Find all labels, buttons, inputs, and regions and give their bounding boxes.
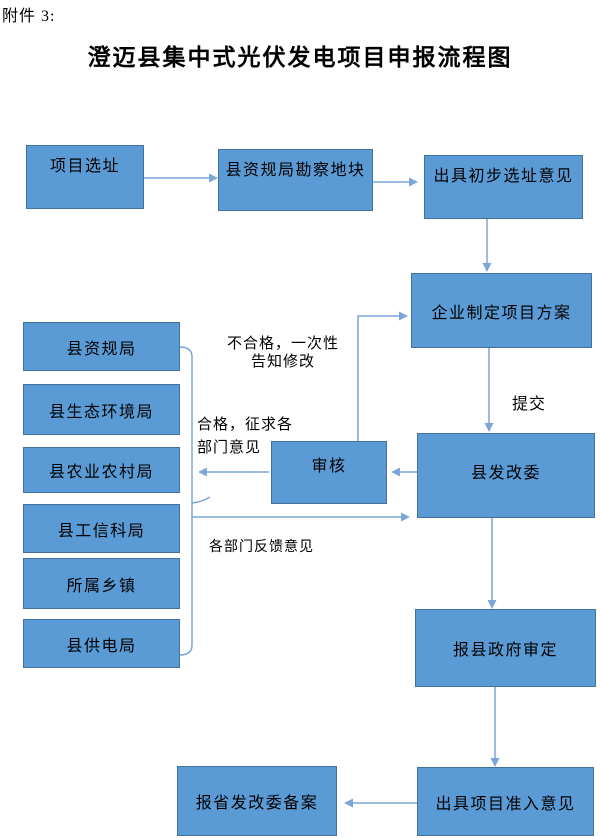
connector-plan-to-drc [484, 348, 494, 432]
node-enterprise-plan: 企业制定项目方案 [411, 273, 592, 348]
node-project-site: 项目选址 [26, 145, 144, 209]
node-ecology-bureau: 县生态环境局 [23, 384, 180, 435]
node-industry-bureau: 县工信科局 [23, 504, 180, 553]
label-reject-notice: 不合格，一次性 告知修改 [222, 335, 344, 371]
label-line: 合格，征求各 [197, 417, 294, 433]
node-review: 审核 [271, 441, 387, 504]
node-label: 县资规局 [66, 340, 137, 358]
node-label: 出具项目准入意见 [435, 795, 576, 813]
connector-drc-to-government [487, 518, 497, 609]
connector-preliminary-to-plan [482, 219, 492, 272]
node-label: 企业制定项目方案 [431, 304, 572, 322]
node-label: 县资规局勘察地块 [225, 162, 366, 179]
page-title: 澄迈县集中式光伏发电项目申报流程图 [87, 44, 513, 70]
node-provincial-drc: 报省发改委备案 [177, 766, 337, 836]
node-label: 报县政府审定 [452, 642, 558, 659]
node-label: 县农业农村局 [48, 464, 154, 481]
node-power-bureau: 县供电局 [23, 619, 180, 668]
node-county-drc: 县发改委 [417, 433, 595, 518]
label-line: 告知修改 [250, 354, 315, 370]
node-label: 县工信科局 [57, 522, 146, 540]
node-label: 审核 [311, 458, 347, 475]
connector-survey-to-preliminary [373, 177, 418, 187]
node-access-opinion: 出具项目准入意见 [417, 767, 594, 836]
connector-review-to-plan [357, 311, 408, 441]
label-approve-consult: 合格，征求各 部门意见 [197, 414, 307, 460]
node-label: 所属乡镇 [66, 577, 137, 595]
node-label: 县发改委 [470, 464, 541, 482]
node-label: 报省发改委备案 [195, 795, 319, 812]
connector-government-to-access [490, 687, 500, 767]
connector-drc-to-review [391, 467, 417, 477]
node-label: 出具初步选址意见 [433, 168, 574, 185]
connector-department-bus [179, 346, 193, 656]
label-submit: 提交 [512, 396, 547, 413]
connector-bus-tick [191, 496, 211, 504]
node-county-government: 报县政府审定 [415, 609, 596, 687]
label-line: 部门意见 [197, 440, 262, 456]
node-label: 县供电局 [66, 637, 137, 655]
node-survey-plot: 县资规局勘察地块 [218, 149, 373, 211]
connector-access-to-provincial [344, 798, 417, 808]
node-preliminary-opinion: 出具初步选址意见 [424, 155, 583, 219]
label-department-feedback: 各部门反馈意见 [209, 540, 314, 555]
label-line: 不合格，一次性 [226, 336, 339, 352]
connector-site-to-survey [144, 173, 218, 183]
node-township: 所属乡镇 [23, 558, 180, 609]
connector-review-to-departments [198, 467, 269, 477]
connector-feedback-to-drc [191, 512, 410, 522]
node-label: 项目选址 [49, 158, 120, 175]
node-resources-bureau: 县资规局 [23, 322, 180, 371]
attachment-label: 附件 3: [2, 8, 56, 25]
node-agriculture-bureau: 县农业农村局 [23, 447, 180, 493]
node-label: 县生态环境局 [48, 403, 154, 421]
